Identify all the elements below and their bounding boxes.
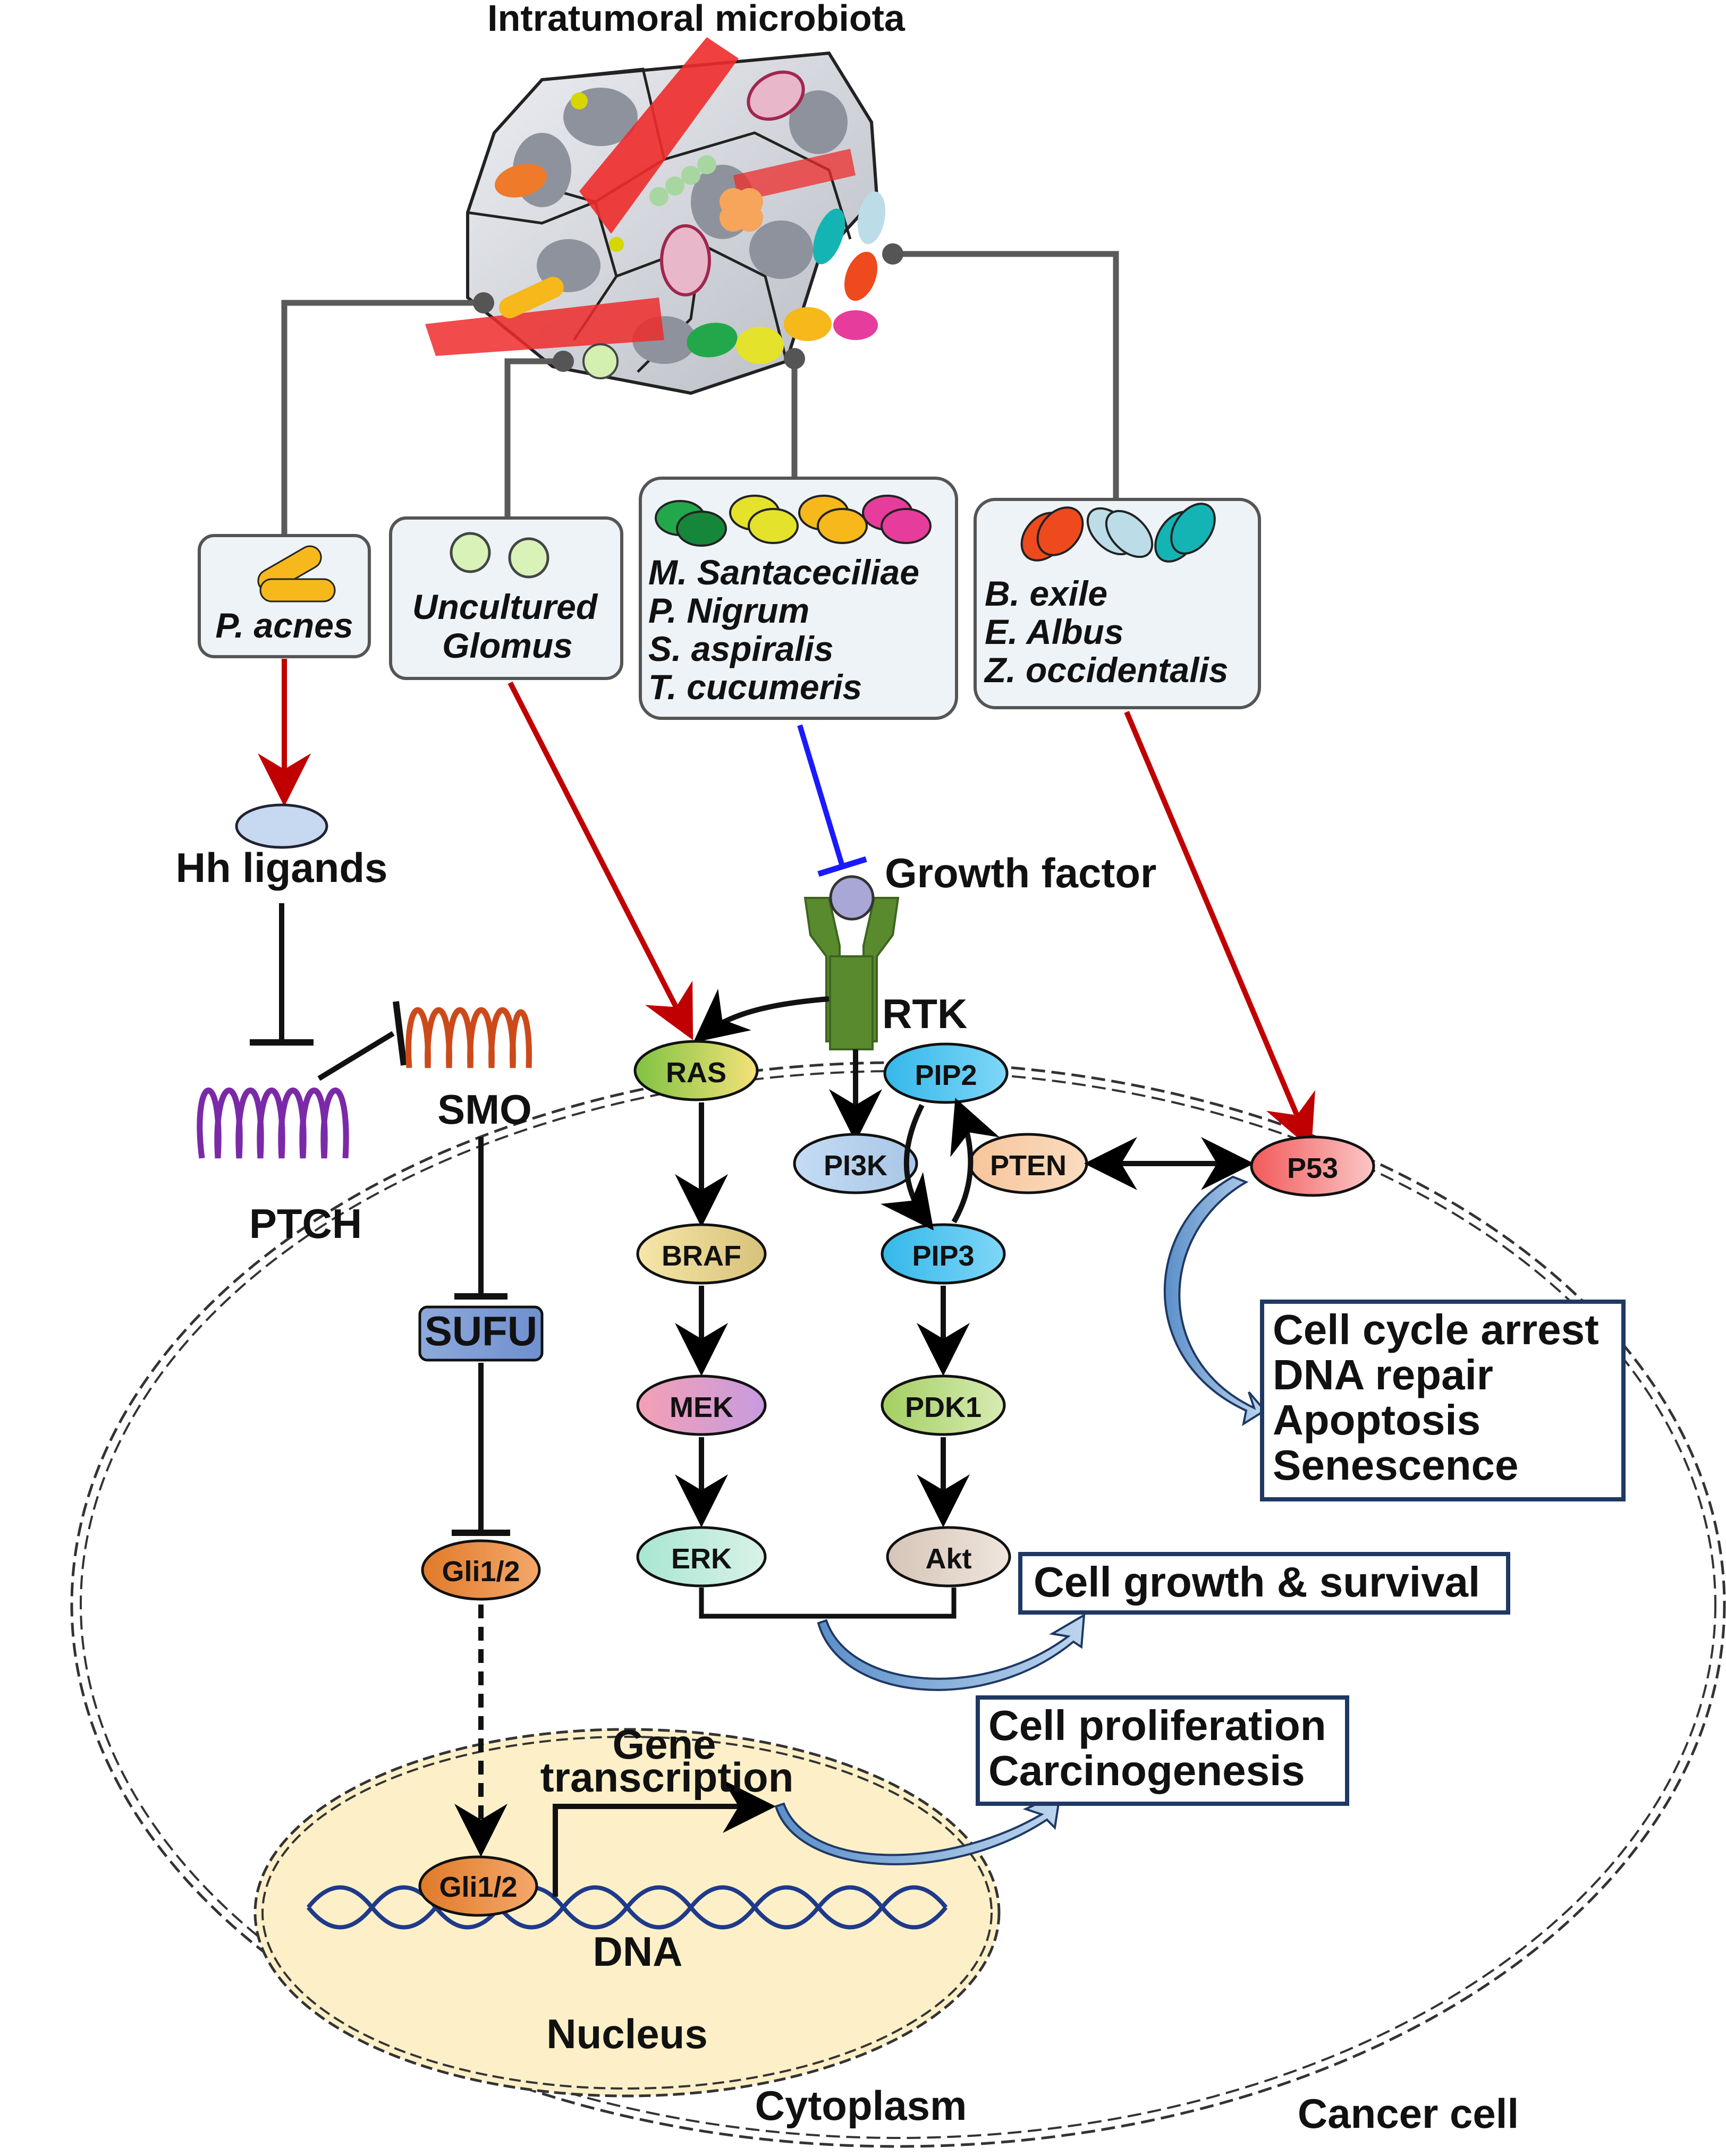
effect-senescence: Senescence: [1273, 1441, 1519, 1489]
box-uncultured-glomus: Uncultured Glomus: [389, 516, 623, 680]
arrow-exile-to-p53: [1124, 711, 1315, 1150]
rtk-receptor-icon: [803, 897, 900, 1050]
glomus-label-2: Glomus: [442, 626, 573, 665]
smo-receptor-icon: [405, 1007, 532, 1068]
pi3k-label: PI3K: [824, 1150, 887, 1182]
arrow-pip2-to-pip3: [881, 1104, 934, 1231]
inhibit-ptch-to-smo: [317, 1031, 395, 1081]
ptch-receptor-icon: [197, 1087, 349, 1159]
ras-node: [633, 1040, 759, 1101]
pdk1-label: PDK1: [905, 1391, 982, 1423]
exile-label: B. exile: [985, 574, 1107, 613]
pip2-node: [883, 1042, 1009, 1104]
connector-dots: [473, 243, 903, 372]
smo-label: SMO: [437, 1086, 532, 1133]
box-p-acnes: P. acnes: [198, 534, 371, 658]
arc-p53-to-effects: [1163, 1175, 1267, 1427]
nigrum-label: P. Nigrum: [648, 591, 809, 630]
p53-node: [1250, 1135, 1375, 1197]
ptch-label: PTCH: [249, 1200, 362, 1247]
braf-node: [636, 1223, 767, 1285]
cucumeris-label: T. cucumeris: [648, 667, 862, 707]
rtk-label: RTK: [882, 990, 967, 1037]
p-acnes-label: P. acnes: [215, 606, 353, 645]
erk-node: [636, 1526, 767, 1588]
sufu-label: SUFU: [425, 1308, 537, 1354]
hh-ligands-shape: [235, 803, 328, 849]
cancer-cell-label: Cancer cell: [1298, 2090, 1519, 2137]
pdk1-node: [881, 1374, 1006, 1436]
pip3-node: [881, 1223, 1006, 1285]
p53-label: P53: [1287, 1152, 1338, 1184]
mek-label: MEK: [670, 1391, 733, 1423]
erk-akt-bracket: [699, 1588, 957, 1619]
arrow-gene-transcription: [553, 1780, 776, 1897]
effect-dna-repair: DNA repair: [1273, 1351, 1493, 1398]
pip3-label: PIP3: [912, 1240, 974, 1272]
proliferation-label: Cell proliferation: [988, 1702, 1326, 1749]
p53-effects-box: [1260, 1300, 1626, 1501]
sufu-node: [418, 1305, 544, 1362]
hh-ligands-label: Hh ligands: [176, 844, 388, 891]
tumor-cluster-illustration: [425, 37, 886, 395]
gli-cytoplasm-node: [421, 1539, 541, 1601]
arrow-rtk-to-ras: [693, 988, 830, 1043]
growth-survival-box: [1018, 1552, 1510, 1615]
inhibit-santaceciliae-to-growth-factor: [797, 724, 845, 867]
occidentalis-label: Z. occidentalis: [984, 650, 1228, 690]
braf-label: BRAF: [662, 1240, 741, 1272]
nucleus: [253, 1728, 1001, 2098]
carcinogenesis-label: Carcinogenesis: [988, 1747, 1305, 1794]
dna-label: DNA: [593, 1928, 683, 1975]
inhibit-bar-smo: [393, 1001, 407, 1066]
effect-cell-cycle-arrest: Cell cycle arrest: [1273, 1306, 1599, 1353]
nucleus-membrane-inner: [261, 1736, 993, 2090]
growth-factor-icon: [829, 875, 875, 921]
akt-node: [886, 1526, 1011, 1588]
arrow-glomus-to-ras: [507, 681, 693, 1040]
ras-label: RAS: [666, 1057, 726, 1089]
arrow-pip3-to-pip2: [950, 1098, 1000, 1224]
mek-node: [636, 1374, 767, 1436]
box-exile: B. exile E. Albus Z. occidentalis: [974, 498, 1261, 709]
akt-label: Akt: [925, 1543, 971, 1575]
dna-helix-icon: [306, 1885, 948, 1930]
title: Intratumoral microbiota: [487, 0, 906, 39]
growth-factor-label: Growth factor: [885, 850, 1156, 896]
growth-survival-label: Cell growth & survival: [1034, 1558, 1480, 1606]
gene-label: Gene: [612, 1721, 716, 1768]
gli-nucleus-label: Gli1/2: [439, 1871, 517, 1903]
nucleus-label: Nucleus: [546, 2010, 707, 2057]
arc-transcription-to-proliferation: [774, 1791, 1062, 1865]
albus-label: E. Albus: [985, 612, 1124, 651]
proliferation-box: [976, 1695, 1349, 1806]
box-santaceciliae: M. Santaceciliae P. Nigrum S. aspiralis …: [639, 477, 958, 720]
cytoplasm-label: Cytoplasm: [755, 2082, 967, 2129]
pip2-label: PIP2: [915, 1059, 977, 1091]
erk-label: ERK: [671, 1543, 732, 1575]
transcription-label: transcription: [540, 1754, 794, 1801]
effect-apoptosis: Apoptosis: [1273, 1396, 1480, 1444]
arc-bracket-to-growth: [817, 1613, 1086, 1691]
connectors: [281, 251, 1119, 537]
inhibit-bar-growth-factor: [817, 856, 867, 877]
gli-cytoplasm-label: Gli1/2: [442, 1556, 520, 1588]
aspiralis-label: S. aspiralis: [648, 629, 834, 668]
pten-label: PTEN: [990, 1150, 1067, 1182]
glomus-label-1: Uncultured: [412, 587, 598, 626]
gli-nucleus-node: [418, 1855, 538, 1917]
santaceciliae-label: M. Santaceciliae: [648, 553, 919, 592]
